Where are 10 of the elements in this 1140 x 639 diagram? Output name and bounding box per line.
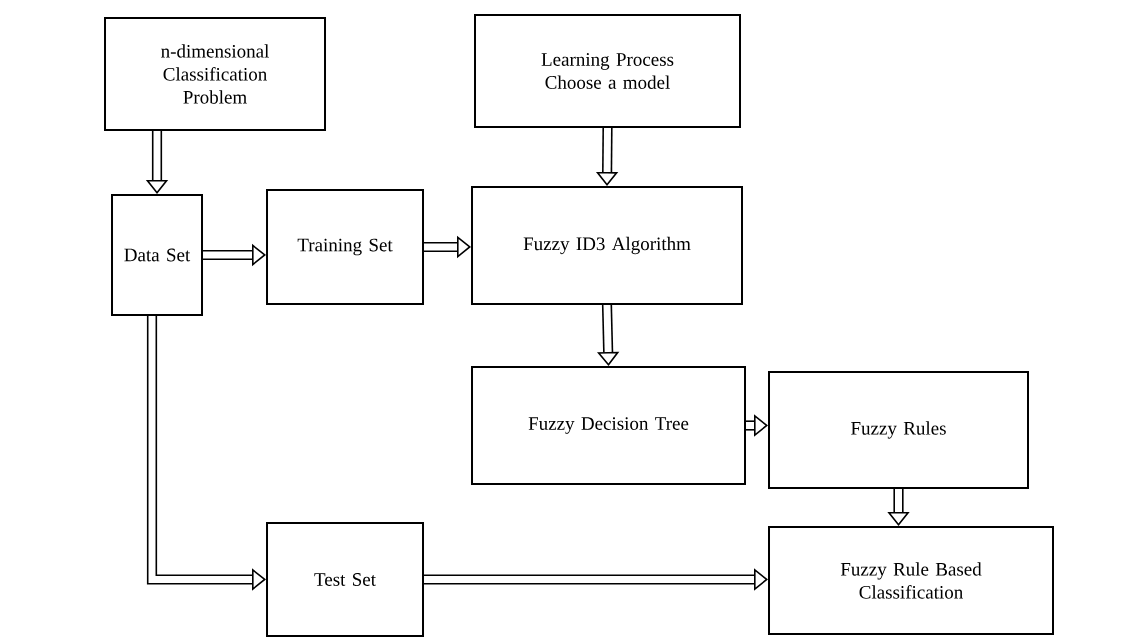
arrow bbox=[597, 304, 620, 366]
process-box: Fuzzy Rules bbox=[768, 371, 1029, 489]
process-box: Fuzzy Rule Based Classification bbox=[768, 526, 1054, 635]
process-box: Fuzzy ID3 Algorithm bbox=[471, 186, 743, 305]
process-box: Fuzzy Decision Tree bbox=[471, 366, 746, 485]
process-box: Test Set bbox=[266, 522, 424, 637]
process-box: Data Set bbox=[111, 194, 203, 316]
process-box: n-dimensional Classification Problem bbox=[104, 17, 326, 131]
process-box: Training Set bbox=[266, 189, 424, 305]
process-box: Learning Process Choose a model bbox=[474, 14, 741, 128]
